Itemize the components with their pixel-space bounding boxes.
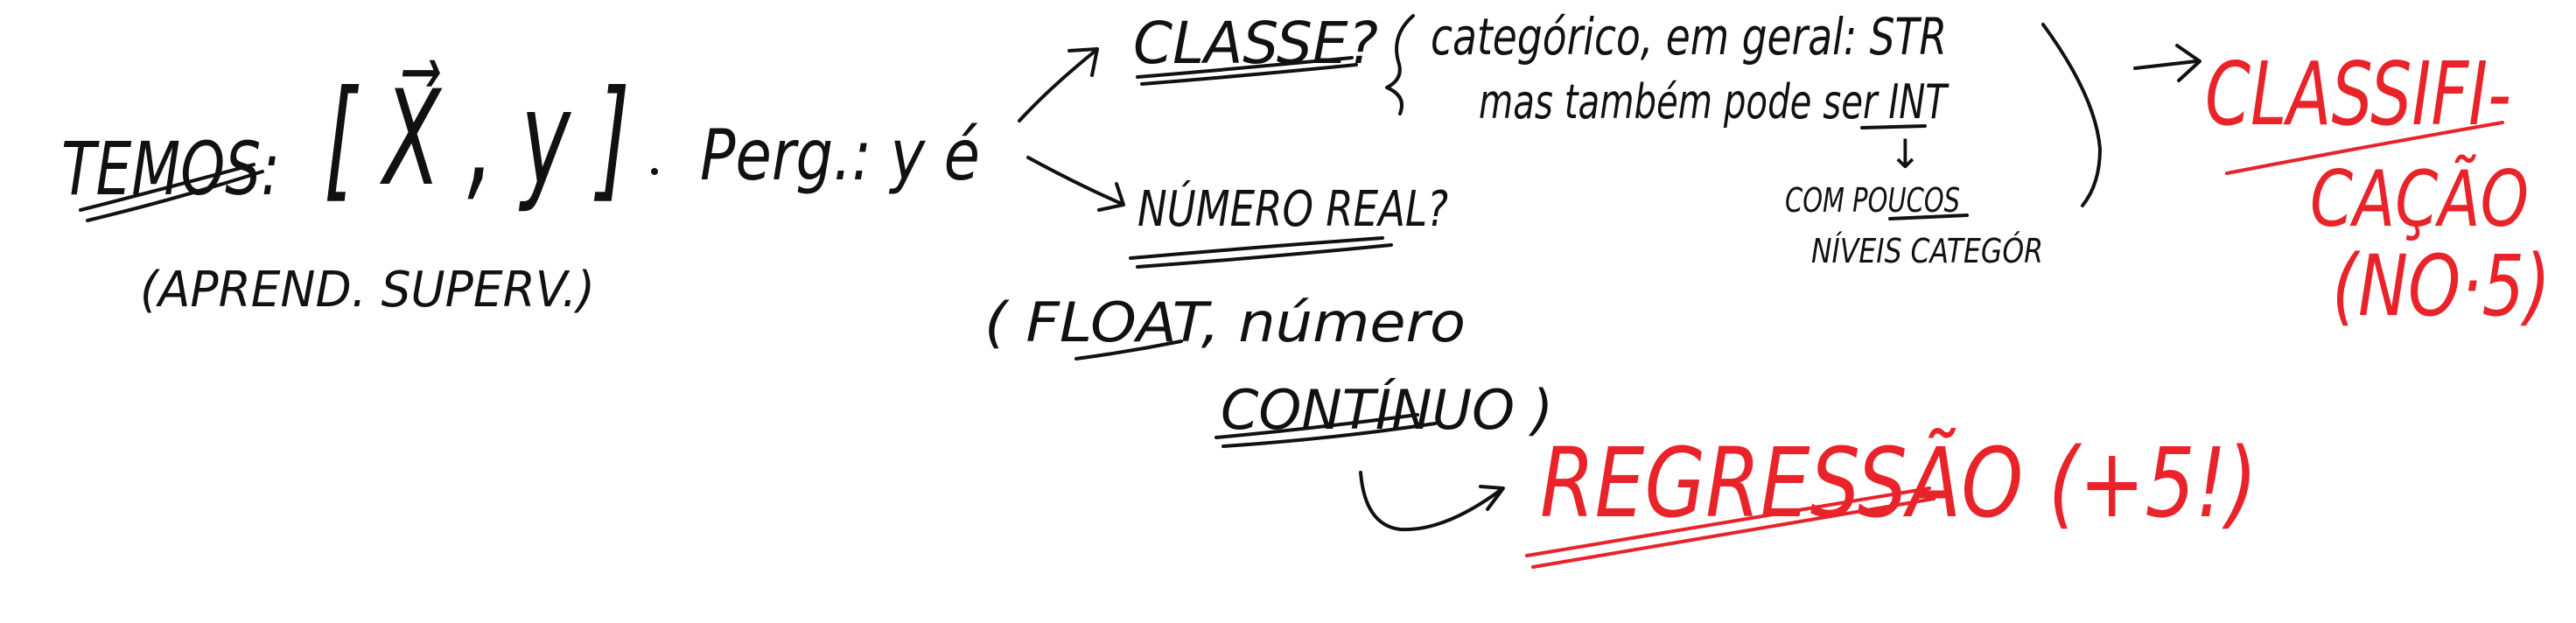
underline-numero-real-1 (1129, 236, 1384, 260)
note-numero-real: NÚMERO REAL? (1138, 181, 1448, 238)
note-classificacao-3: (NO·5) (2332, 237, 2551, 335)
underline-classificacao (2225, 121, 2504, 175)
underline-numero-real-2 (1136, 243, 1393, 269)
underline-continuo-1 (1214, 413, 1419, 439)
arrow-to-numero-real-head (1097, 182, 1125, 212)
underline-classe-1 (1136, 56, 1354, 79)
arrow-to-classificacao-head (2175, 44, 2202, 82)
arrow-to-regressao-head (1479, 485, 1505, 511)
underline-temos-1 (79, 163, 256, 212)
note-regressao: REGRESSÃO (+5!) (1540, 426, 2258, 539)
underline-poucos (1888, 214, 1969, 220)
note-down-arrow: ↓ (1888, 130, 1922, 178)
arrow-to-classe-head (1068, 47, 1099, 77)
underline-regressao-2 (1531, 497, 1936, 569)
note-mas-tambem: mas também pode ser INT (1479, 74, 1950, 130)
black-ink-layer: TEMOS: [ X⃗ , y ] (APREND. SUPERV.) Perg… (61, 7, 2202, 532)
note-classificacao-2: CAÇÃO (2310, 154, 2529, 244)
separator-dot (651, 168, 658, 175)
note-categorico: categórico, em geral: STR (1431, 7, 1947, 66)
arrow-to-classificacao (2133, 60, 2198, 70)
note-niveis: NÍVEIS CATEGÓR (1811, 232, 2043, 270)
underline-continuo-2 (1222, 422, 1437, 448)
arrow-to-classe (1018, 49, 1097, 122)
arrow-to-regressao (1359, 471, 1502, 532)
brace-categorico (1385, 14, 1415, 116)
underline-int (1860, 124, 1927, 130)
arrow-to-numero-real (1026, 156, 1122, 205)
underline-float (1074, 340, 1183, 360)
note-pergunta: Perg.: y é (700, 115, 980, 196)
note-com-poucos: COM POUCOS (1785, 181, 1960, 220)
red-ink-layer: REGRESSÃO (+5!) CLASSIFI- CAÇÃO (NO·5) (1525, 43, 2551, 569)
note-float: ( FLOAT, número (984, 290, 1466, 354)
note-xy-pair: [ X⃗ , y ] (324, 60, 630, 215)
note-aprend-superv: (APREND. SUPERV.) (140, 262, 595, 318)
underline-temos-2 (86, 170, 264, 222)
underline-regressao-1 (1525, 486, 1931, 557)
bracket-classe-close (2041, 23, 2102, 207)
underline-classe-2 (1140, 63, 1358, 86)
